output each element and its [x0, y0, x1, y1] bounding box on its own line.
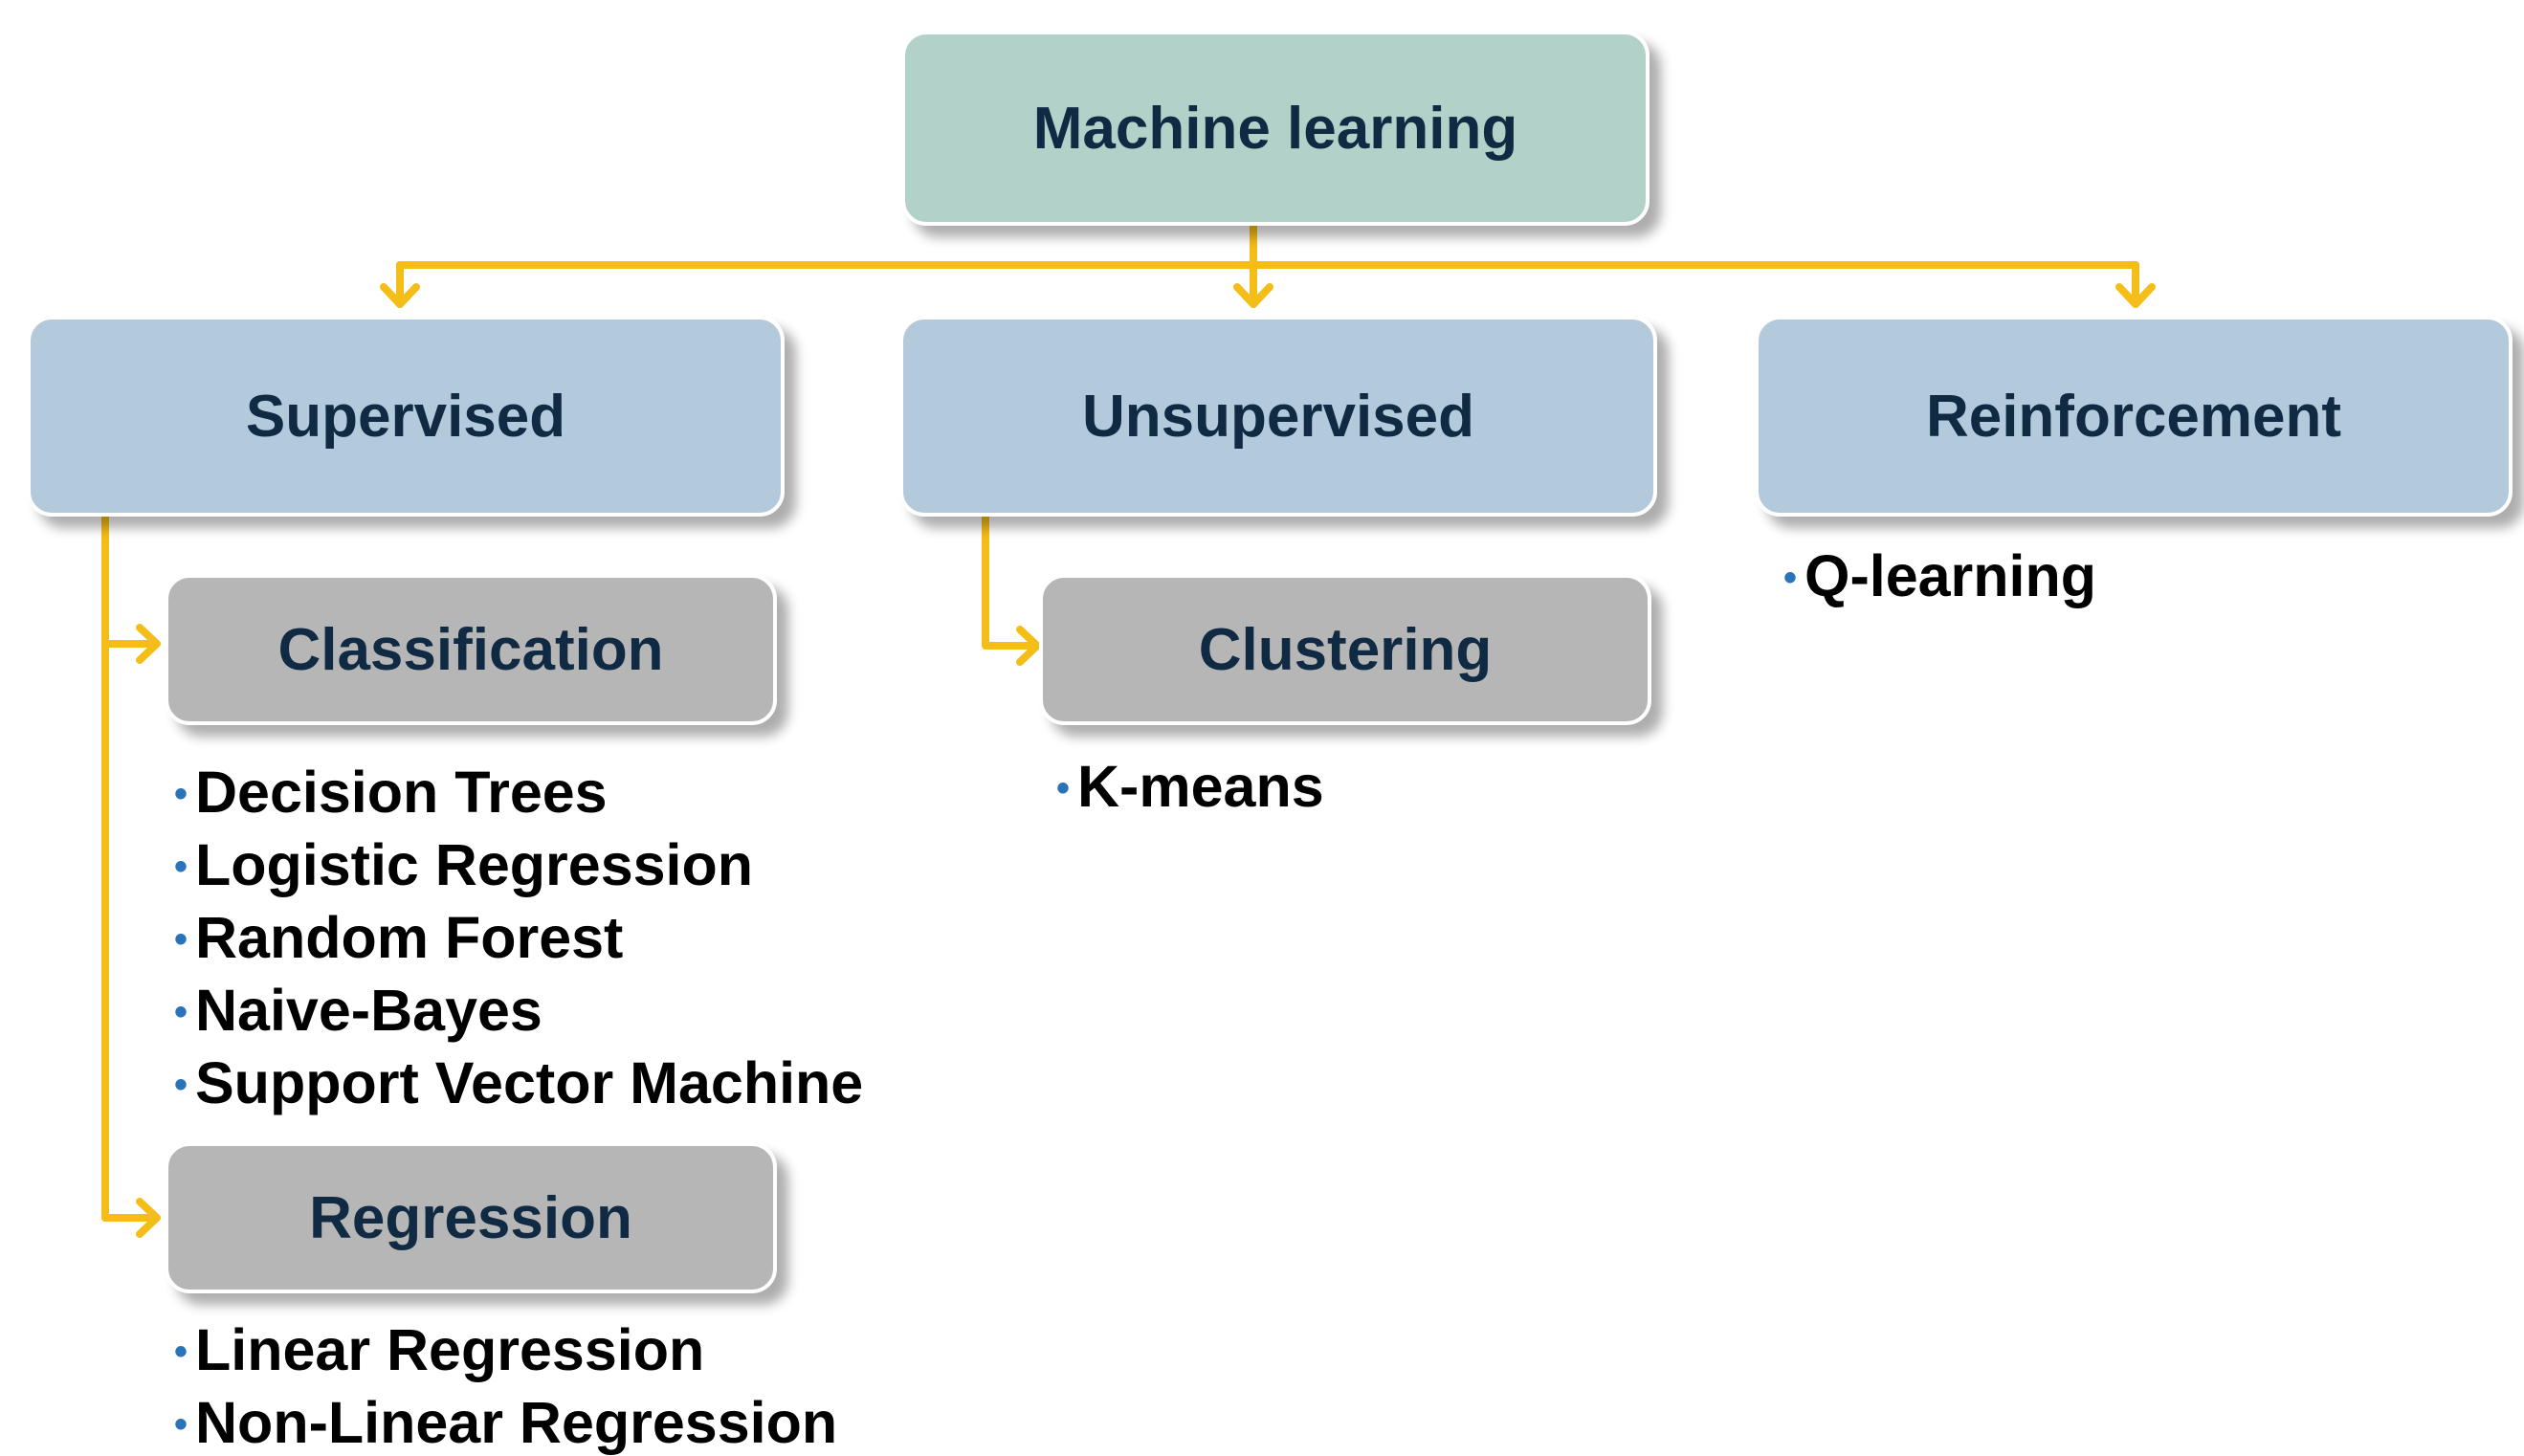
list-item: •K-means — [1056, 750, 1324, 823]
bullet-icon: • — [174, 991, 188, 1033]
unsupervised-node: Unsupervised — [899, 316, 1657, 517]
supervised-label: Supervised — [245, 383, 566, 450]
arrowhead-classification — [136, 624, 161, 664]
regression-label: Regression — [309, 1184, 632, 1251]
regression-algorithms-list: •Linear Regression •Non-Linear Regressio… — [174, 1313, 837, 1456]
list-item: •Logistic Regression — [174, 828, 863, 901]
bullet-icon: • — [174, 1403, 188, 1445]
reinforcement-node: Reinforcement — [1755, 316, 2513, 517]
root-node: Machine learning — [901, 31, 1649, 226]
arrowhead-regression — [136, 1198, 161, 1238]
list-item: •Non-Linear Regression — [174, 1386, 837, 1456]
arrowhead-reinforcement — [2115, 283, 2156, 308]
bullet-icon: • — [174, 846, 188, 888]
reinforcement-algorithms-list: •Q-learning — [1783, 540, 2096, 612]
list-item: •Naive-Bayes — [174, 974, 863, 1047]
arrowhead-unsupervised — [1233, 283, 1273, 308]
reinforcement-label: Reinforcement — [1925, 383, 2342, 450]
clustering-algorithms-list: •K-means — [1056, 750, 1324, 823]
list-item: •Random Forest — [174, 901, 863, 974]
unsupervised-label: Unsupervised — [1081, 383, 1475, 450]
list-item: •Linear Regression — [174, 1313, 837, 1386]
clustering-node: Clustering — [1039, 574, 1651, 725]
clustering-label: Clustering — [1198, 616, 1493, 683]
list-item: •Decision Trees — [174, 756, 863, 828]
arrowhead-supervised — [380, 283, 420, 308]
classification-node: Classification — [165, 574, 777, 725]
root-label: Machine learning — [1032, 95, 1518, 162]
bullet-icon: • — [174, 918, 188, 960]
regression-node: Regression — [165, 1142, 777, 1293]
list-item: •Q-learning — [1783, 540, 2096, 612]
connector-unsupervised-spine — [982, 513, 1039, 650]
bullet-icon: • — [1783, 557, 1798, 599]
arrowhead-clustering — [1016, 626, 1041, 666]
bullet-icon: • — [174, 1331, 188, 1373]
bullet-icon: • — [1056, 767, 1071, 809]
supervised-node: Supervised — [27, 316, 785, 517]
bullet-icon: • — [174, 1064, 188, 1106]
classification-label: Classification — [277, 616, 664, 683]
bullet-icon: • — [174, 773, 188, 815]
list-item: •Support Vector Machine — [174, 1047, 863, 1119]
classification-algorithms-list: •Decision Trees •Logistic Regression •Ra… — [174, 756, 863, 1119]
